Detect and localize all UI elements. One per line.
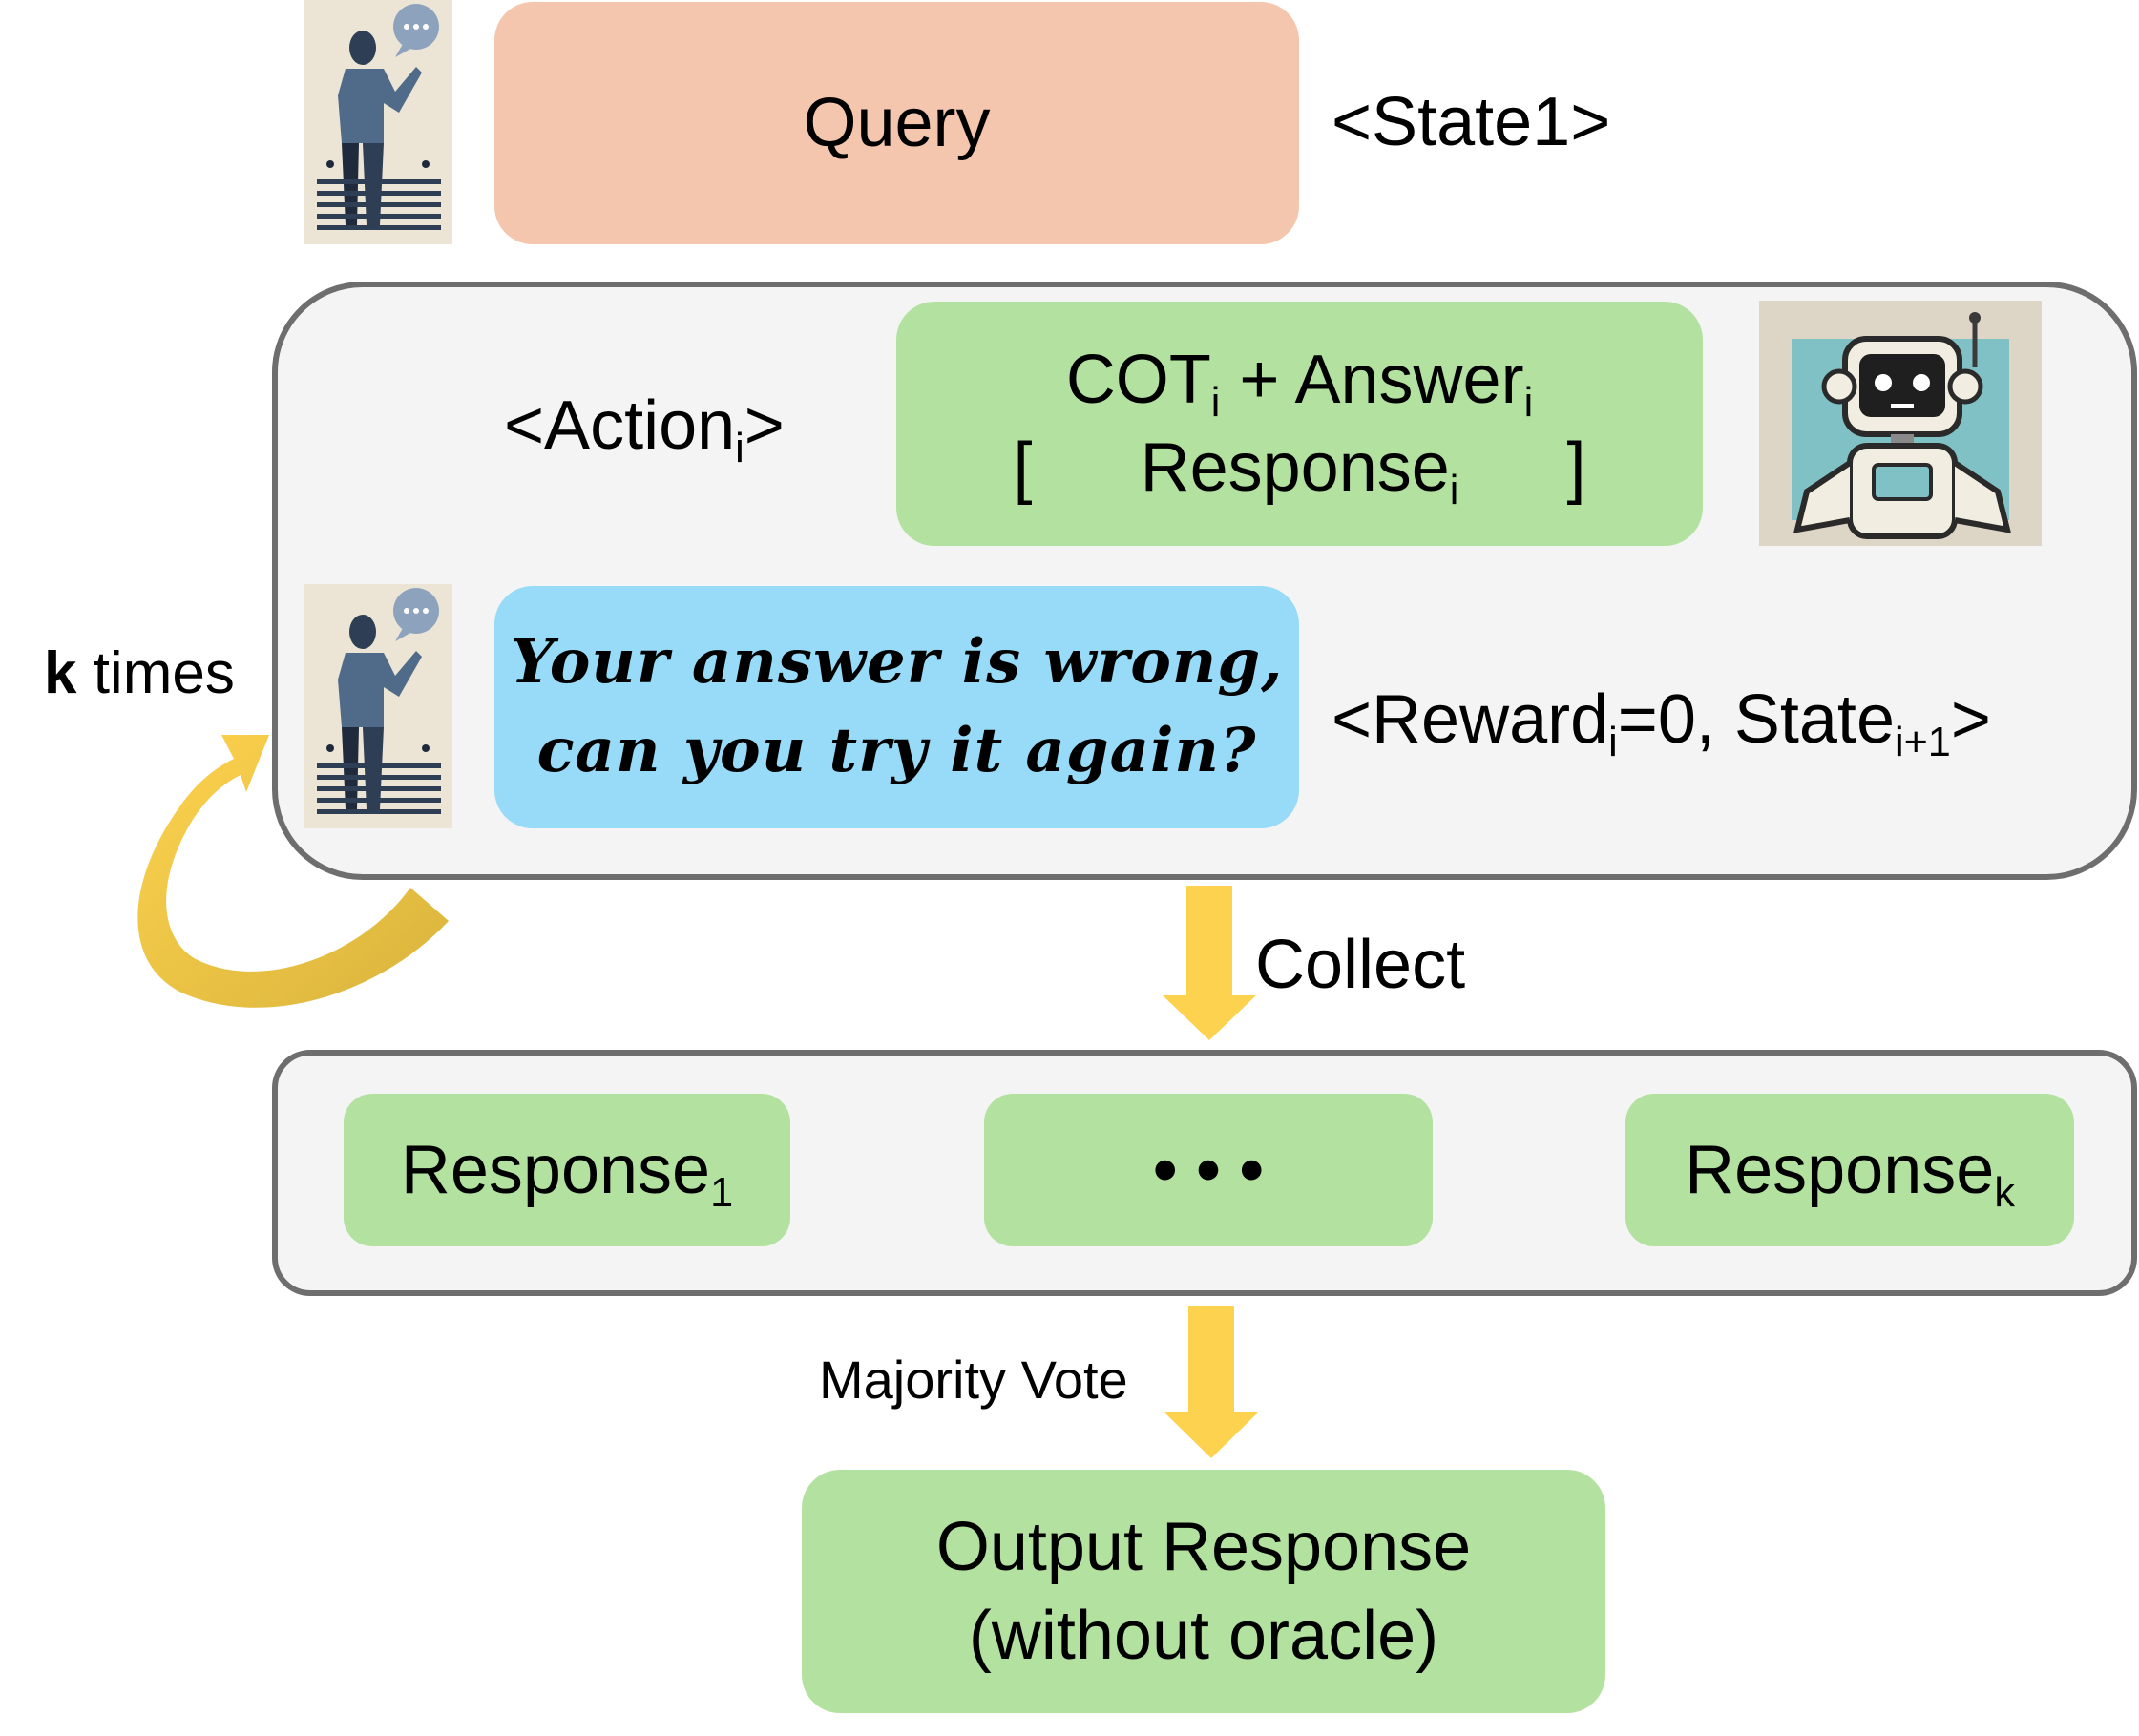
response-k-subscript: k xyxy=(1994,1169,2015,1216)
ellipsis-label: • • • xyxy=(1153,1131,1264,1208)
vote-arrow-shaft xyxy=(1188,1306,1234,1418)
cot-answer-line: COTi + Answeri xyxy=(1066,336,1533,424)
collect-arrow xyxy=(1163,886,1256,1040)
output-response-box: Output Response (without oracle) xyxy=(802,1470,1605,1713)
response-k-box: Responsek xyxy=(1625,1094,2074,1246)
action-subscript: i xyxy=(735,425,744,471)
state1-label: <State1> xyxy=(1332,84,1611,160)
reward-mid: =0, State xyxy=(1617,681,1895,758)
answer-text: + Answer xyxy=(1220,341,1524,418)
output-line2: (without oracle) xyxy=(968,1597,1439,1674)
query-label: Query xyxy=(803,84,991,161)
response-word: Response xyxy=(1140,429,1450,506)
vote-arrow xyxy=(1164,1306,1258,1458)
feedback-line1: Your answer is wrong, xyxy=(510,626,1284,699)
reward-label: <Rewardi=0, Statei+1> xyxy=(1332,685,1991,763)
answer-subscript: i xyxy=(1523,379,1534,426)
bracket-open: [ xyxy=(1013,429,1033,506)
bracket-close: ] xyxy=(1566,429,1586,506)
response-text: Responsei xyxy=(1141,424,1459,512)
response-ellipsis-box: • • • xyxy=(984,1094,1433,1246)
curved-arrow-shape xyxy=(137,735,449,1008)
output-line1: Output Response xyxy=(935,1509,1472,1586)
response-1-box: Response1 xyxy=(344,1094,790,1246)
k-times-label: k times xyxy=(44,644,235,703)
reward-subscript: i xyxy=(1608,719,1618,765)
reward-close: > xyxy=(1950,681,1991,758)
cot-subscript: i xyxy=(1210,379,1221,426)
majority-vote-label: Majority Vote xyxy=(819,1349,1128,1410)
action-close: > xyxy=(744,387,785,464)
collect-label: Collect xyxy=(1255,927,1466,1003)
response-k-label: Responsek xyxy=(1685,1126,2015,1214)
response-1-label: Response1 xyxy=(401,1126,733,1214)
reward-text: <Reward xyxy=(1332,681,1609,758)
cot-answer-box: COTi + Answeri [ Responsei ] xyxy=(896,302,1703,546)
vote-arrow-head xyxy=(1164,1412,1258,1458)
response-1-text: Response xyxy=(400,1131,711,1208)
collect-arrow-head xyxy=(1163,995,1256,1040)
robot-icon xyxy=(1759,301,2042,546)
times-text: times xyxy=(76,640,235,706)
action-text: <Action xyxy=(504,387,736,464)
loop-arrow xyxy=(137,735,449,1008)
state-subscript: i+1 xyxy=(1894,719,1951,765)
collect-arrow-shaft xyxy=(1186,886,1232,1000)
response-line: [ Responsei ] xyxy=(1014,424,1586,512)
feedback-box: Your answer is wrong, can you try it aga… xyxy=(494,586,1299,828)
cot-text: COT xyxy=(1065,341,1211,418)
k-variable: k xyxy=(44,640,77,706)
query-box: Query xyxy=(494,2,1299,244)
feedback-line2: can you try it again? xyxy=(536,715,1257,786)
response-k-text: Response xyxy=(1685,1131,1995,1208)
user-thinking-icon xyxy=(304,584,452,828)
action-label: <Actioni> xyxy=(504,391,785,469)
response-1-subscript: 1 xyxy=(710,1169,734,1216)
response-subscript: i xyxy=(1449,467,1459,513)
user-thinking-icon xyxy=(304,0,452,244)
